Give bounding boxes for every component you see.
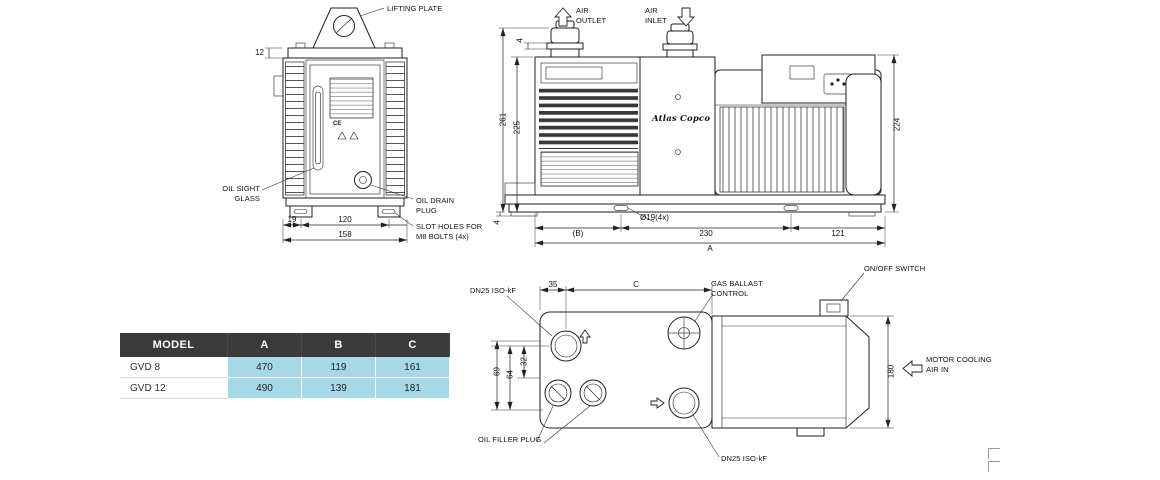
front-lifting-plate (312, 7, 385, 49)
flow-arrow-icon (579, 329, 591, 344)
title-block-mark (988, 461, 1000, 472)
dn25-top-label: DN25 ISO-kF (470, 286, 517, 295)
table-cell-model: GVD 8 (120, 357, 228, 378)
top-dim-32: 32 (519, 357, 529, 366)
side-dim-4-top: 4 (515, 38, 525, 43)
top-dim-180: 180 (886, 364, 896, 379)
air-inlet-arrow-icon (676, 7, 696, 27)
on-off-switch-label: ON/OFF SWITCH (864, 264, 926, 273)
top-dim-C: C (633, 280, 639, 289)
air-outlet-arrow-icon (553, 7, 573, 27)
side-dim-225: 225 (512, 120, 522, 135)
table-cell-a: 490 (228, 378, 302, 399)
top-leader-lines (506, 272, 865, 458)
front-oil-drain-plug (354, 171, 414, 200)
front-body (273, 42, 408, 199)
table-cell-c: 181 (376, 378, 450, 399)
motor-cooling-arrow-icon (902, 360, 923, 377)
top-motor (711, 299, 870, 437)
table-cell-c: 161 (376, 357, 450, 378)
table-cell-model: GVD 12 (120, 378, 228, 399)
ce-mark: CE (333, 121, 342, 127)
brand-logo: Atlas Copco (652, 114, 711, 124)
table-cell-a: 470 (228, 357, 302, 378)
top-pump-body (539, 311, 713, 429)
table-cell-b: 139 (302, 378, 376, 399)
oil-filler-plug-right (579, 379, 607, 407)
dn25-bottom-label: DN25 ISO-kF (721, 454, 768, 463)
side-dim-224: 224 (892, 117, 902, 132)
top-view-drawing (491, 272, 923, 458)
on-off-switch (819, 299, 849, 317)
front-left-fins (285, 61, 305, 196)
lifting-plate-label: LIFTING PLATE (387, 4, 443, 13)
side-dim-A: A (707, 244, 713, 253)
side-view-drawing (496, 7, 899, 247)
front-dim-12: 12 (255, 48, 264, 57)
top-dim-35: 35 (548, 280, 558, 289)
air-inlet-label: AIR INLET (645, 6, 667, 25)
top-dim-64: 64 (505, 370, 515, 379)
side-air-inlet-port (662, 7, 698, 58)
top-dim-69: 69 (492, 367, 502, 376)
side-pump-body (534, 56, 716, 196)
front-dim-19: 19 (287, 215, 297, 224)
gas-ballast-label: GAS BALLAST CONTROL (711, 279, 763, 298)
front-right-fins (385, 61, 405, 196)
slot-holes-label: SLOT HOLES FOR M8 BOLTS (4x) (416, 222, 483, 241)
table-header-a: A (228, 333, 302, 357)
table-header-c: C (376, 333, 450, 357)
top-dimension-lines (491, 286, 894, 429)
front-dim-158: 158 (338, 230, 352, 239)
front-base-feet (285, 197, 414, 227)
table-cell-b: 119 (302, 357, 376, 378)
motor-fins (719, 106, 845, 193)
table-header-model: MODEL (120, 333, 228, 357)
oil-filler-plug-label: OIL FILLER PLUG (478, 435, 542, 444)
side-dimension-lines (496, 27, 899, 247)
front-view-drawing (261, 7, 414, 243)
front-oil-sight-glass (261, 85, 324, 191)
side-dim-4-bottom: 4 (492, 220, 502, 225)
dn25-top-port (550, 330, 582, 362)
oil-sight-glass-label: OIL SIGHT GLASS (222, 184, 260, 203)
table-header-b: B (302, 333, 376, 357)
side-cooling-fins (539, 87, 638, 149)
side-air-outlet-port (546, 7, 584, 58)
air-outlet-label: AIR OUTLET (576, 6, 607, 25)
model-dimension-table: MODEL A B C GVD 8 470 119 161 GVD 12 490… (120, 333, 450, 399)
side-dim-230: 230 (699, 229, 713, 238)
dn25-bottom-port (668, 387, 700, 419)
oil-filler-plug-left (544, 379, 572, 407)
motor-cooling-label: MOTOR COOLING AIR IN (926, 355, 992, 374)
base-slot-hole (783, 205, 799, 211)
flow-arrow-icon (650, 397, 665, 409)
title-block-mark (988, 448, 1000, 459)
side-dim-slot-dia: Ø19(4x) (640, 213, 669, 222)
front-dimension-lines (265, 47, 408, 243)
side-dim-261: 261 (498, 112, 508, 127)
front-nameplate (329, 77, 374, 140)
oil-drain-plug-label: OIL DRAIN PLUG (416, 196, 455, 215)
side-motor (714, 54, 882, 196)
side-dim-121: 121 (831, 229, 845, 238)
side-dim-B: (B) (572, 229, 584, 238)
front-dim-120: 120 (338, 215, 352, 224)
